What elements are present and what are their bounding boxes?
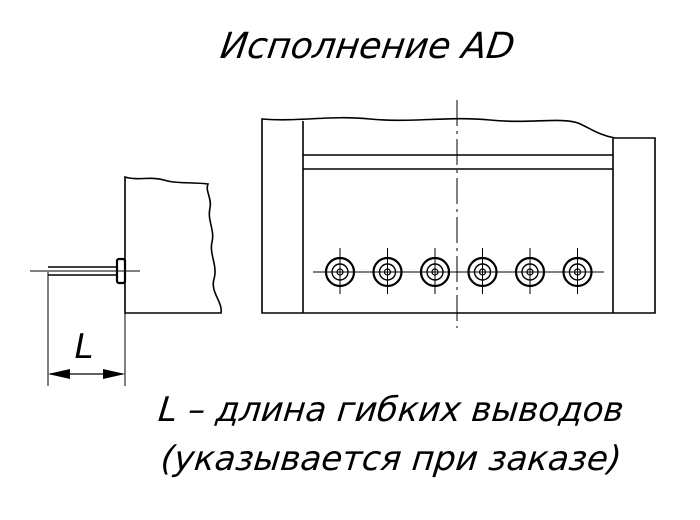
note-line-2: (указывается при заказе) — [159, 439, 623, 479]
terminal-3 — [419, 248, 451, 294]
side-view — [30, 175, 222, 386]
terminal-2 — [372, 248, 403, 294]
terminal-5 — [514, 248, 546, 294]
terminal-1 — [324, 248, 356, 294]
terminal-4 — [467, 248, 498, 294]
note-line-1: L – длина гибких выводов — [156, 390, 625, 430]
terminal-6 — [562, 248, 593, 294]
housing-side-outline — [124, 175, 222, 314]
dimension-label: L — [75, 327, 94, 367]
dimension-arrow-left — [48, 369, 70, 379]
drawing-title: Исполнение AD — [218, 24, 518, 67]
terminal-row — [324, 248, 593, 294]
dimension-arrow-right — [103, 369, 125, 379]
front-view — [261, 100, 656, 328]
housing-front-outline — [261, 116, 656, 314]
